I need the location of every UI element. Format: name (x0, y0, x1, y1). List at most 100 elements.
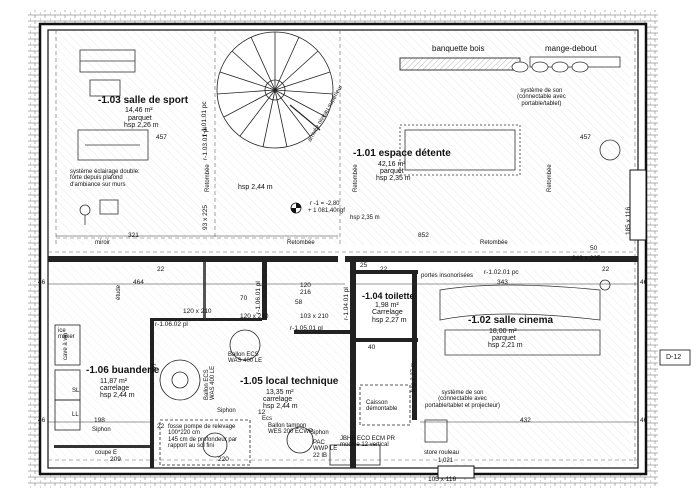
label-ice-maker: ice maker (58, 328, 75, 341)
door-r104: r-1.04.01 pl (343, 287, 350, 320)
dim-12-a: 12 (258, 409, 266, 416)
dim-103: 103 x 210 (300, 313, 329, 320)
label-jbhb: JBHB ECO ECM PR modèle 12 vertical (340, 436, 396, 449)
room-floor-toilette: Carrelage (372, 309, 403, 316)
room-hsp-sport: hsp 2,26 m (124, 122, 159, 129)
dim-25: 25 (360, 262, 368, 269)
room-floor-detente: parquet (380, 168, 404, 175)
label-caisson: Caisson démontable (366, 400, 398, 413)
label-retombee-5: Retombée (547, 164, 553, 192)
room-name-detente: -1.01 espace détente (353, 148, 451, 159)
room-name-buanderie: -1.06 buanderie (86, 365, 160, 376)
room-area-toilette: 1,98 m² (375, 302, 399, 309)
dim-22-b: 22 (380, 266, 388, 273)
label-pac: PAC WWP LE 22 IB (313, 440, 338, 459)
dim-120-c: 120 216 (300, 282, 311, 296)
label-level-ngf: + 1 081,40ngf (308, 208, 345, 214)
door-r105: r-1.05.01 pl (290, 325, 323, 332)
spiral-staircase (216, 31, 334, 149)
dim-93: 93 x 225 (202, 205, 209, 230)
room-hsp-detente: hsp 2,35 m (376, 175, 411, 182)
dim-22-a: 22 (157, 266, 165, 273)
dim-22-d: 22 (157, 423, 165, 430)
label-ballon-tampon: Ballon tampon WES 200 ECWP (268, 423, 314, 436)
room-floor-buanderie: carrelage (100, 385, 130, 392)
door-r102: r-1.02.01 pc (484, 269, 519, 276)
dim-457-a: 457 (156, 134, 167, 141)
label-store-dim: 1,021 (438, 458, 454, 464)
room-hsp-cinema: hsp 2,21 m (488, 342, 523, 349)
label-store: store rouleau (424, 450, 460, 456)
room-area-detente: 42,16 m² (378, 161, 406, 168)
dim-432: 432 (520, 417, 531, 424)
door-r106b: r-1.06.01 pl (255, 281, 262, 314)
label-hsp-227: hsp 2,27 m (411, 362, 417, 392)
room-hsp-technique: hsp 2,44 m (263, 403, 298, 410)
dim-46-b: 46 (640, 279, 648, 286)
dim-343-b: 343 (497, 279, 508, 286)
label-eclairage: système éclairage double: forte depuis p… (70, 169, 140, 188)
room-name-cinema: -1.02 salle cinema (468, 315, 554, 326)
level-mark (290, 202, 302, 214)
label-d12: D-12 (666, 354, 682, 361)
dim-220: 220 (218, 456, 229, 463)
label-son-projecteur: système de son (connectable avec portabl… (425, 390, 501, 409)
dimension-lines (48, 235, 638, 423)
outer-walls (28, 10, 658, 488)
label-ecs: Ecs (262, 416, 273, 422)
dim-70: 70 (240, 295, 248, 302)
room-floor-sport: parquet (128, 115, 152, 122)
room-area-cinema: 18,00 m² (489, 328, 517, 335)
label-banquette: banquette bois (432, 44, 485, 53)
detente-carpet (399, 124, 621, 176)
label-retombee-3: Retombée (205, 164, 211, 192)
room-area-buanderie: 11,87 m² (100, 378, 128, 385)
dim-321: 321 (128, 232, 139, 239)
dim-46-c: 46 (38, 417, 46, 424)
label-hsp-235-b: hsp 2,35 m (350, 215, 380, 221)
dim-343-a: 343 x 205 (572, 255, 601, 262)
window-bottom (437, 465, 475, 479)
dim-209: 209 (110, 456, 121, 463)
dim-105: 105 x 116 (428, 476, 457, 483)
interior-walls (48, 256, 638, 468)
dim-22-c: 22 (602, 266, 610, 273)
label-retombee-2: Retombée (480, 240, 508, 246)
label-sl: SL (72, 388, 80, 394)
room-name-technique: -1.05 local technique (240, 376, 339, 387)
label-ballon-1: Ballon ECS WAS 400 LE (204, 365, 217, 400)
technical-equipment (54, 324, 411, 466)
label-retombee-1: Retombée (287, 240, 315, 246)
label-etude: étude (116, 284, 122, 300)
dim-58: 58 (295, 299, 303, 306)
room-area-technique: 13,35 m² (266, 389, 294, 396)
label-coupe: coupe E (95, 450, 118, 456)
dim-46-d: 46 (640, 417, 648, 424)
guide-lines (48, 30, 638, 465)
label-cave: cave à vin (63, 332, 69, 360)
label-siphon-2: Siphon (92, 427, 111, 433)
label-portes: portes insonorisées (421, 273, 474, 279)
dim-50: 50 (590, 245, 598, 252)
room-hsp-toilette: hsp 2,27 m (372, 317, 407, 324)
label-siphon-3: Siphon (310, 430, 329, 436)
dim-185: 185 x 116 (625, 206, 632, 235)
label-ll: LL (72, 412, 79, 418)
label-retombee-4: Retombée (353, 164, 359, 192)
room-hsp-buanderie: hsp 2,44 m (100, 392, 135, 399)
label-siphon-1: Siphon (217, 408, 236, 414)
room-floor-cinema: parquet (492, 335, 516, 342)
sport-equipment (77, 49, 149, 225)
dim-464: 464 (133, 279, 144, 286)
label-mange-debout: mange-debout (545, 44, 597, 53)
dim-120-a: 120 x 210 (183, 308, 212, 315)
cinema-seating (424, 279, 611, 443)
label-ballon-2: Ballon ECS WAS 400 LE (228, 352, 263, 365)
dim-40: 40 (368, 344, 376, 351)
label-level-r: r -1 = -2,80 (310, 201, 340, 207)
dim-852: 852 (418, 232, 429, 239)
room-name-sport: -1.03 salle de sport (98, 95, 189, 106)
dim-47: 47 (151, 362, 158, 370)
label-son-tablet: système de son (connectable avec portabl… (517, 88, 566, 107)
